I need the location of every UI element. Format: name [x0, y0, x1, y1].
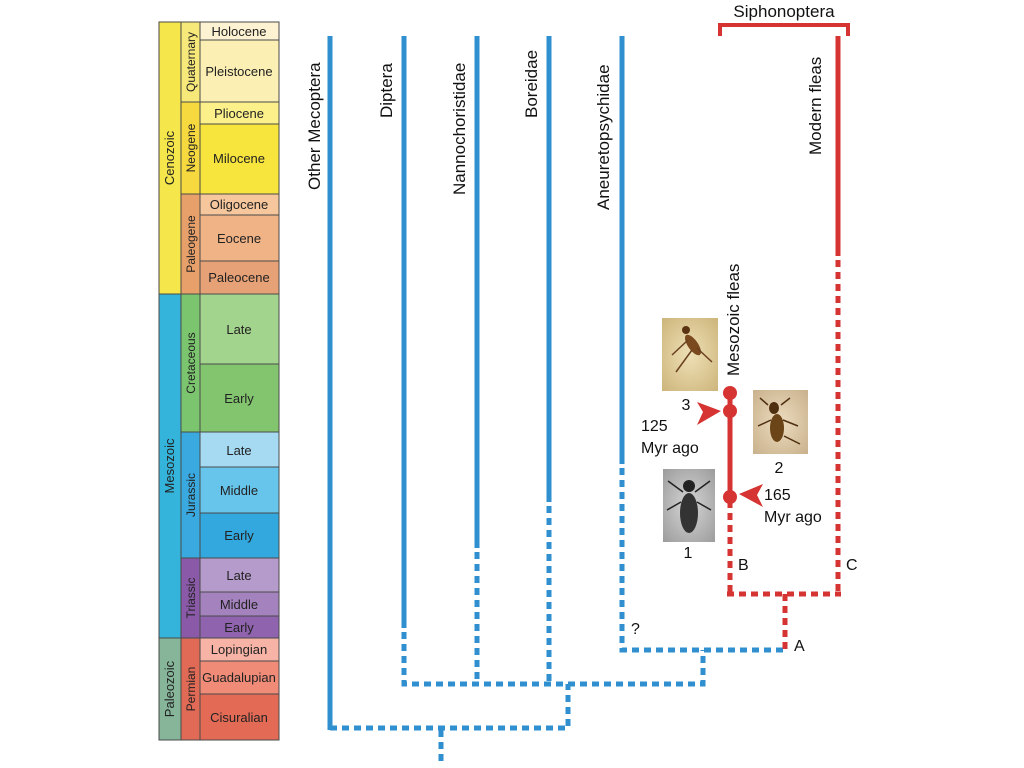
epoch-early-jurassic	[199, 512, 280, 559]
epoch-label-lopingian: Lopingian	[211, 642, 267, 657]
epoch-label-late-cretaceous: Late	[226, 322, 251, 337]
period-label-triassic: Triassic	[184, 578, 198, 619]
epoch-late-cretaceous	[199, 293, 280, 365]
fossil-image-3	[662, 318, 718, 391]
epoch-middle-jurassic	[199, 466, 280, 514]
epoch-early-cretaceous	[199, 363, 280, 433]
ghost-root-connector	[330, 684, 571, 731]
flea-ghost-lineages	[727, 260, 841, 650]
epoch-pleistocene	[199, 39, 280, 103]
period-label-paleogene: Paleogene	[184, 215, 198, 273]
epoch-label-paleocene: Paleocene	[208, 270, 269, 285]
node-label-c: C	[846, 557, 858, 574]
epoch-label-guadalupian: Guadalupian	[202, 670, 276, 685]
epoch-cisuralian	[199, 693, 280, 741]
period-label-quaternary: Quaternary	[184, 32, 198, 92]
taxon-label-aneuretopsychidae: Aneuretopsychidae	[594, 64, 613, 210]
period-label-permian: Permian	[184, 667, 198, 712]
taxon-label-other-mecoptera: Other Mecoptera	[305, 62, 324, 190]
fossil-image-2	[753, 390, 808, 454]
taxon-label-mesozoic-fleas: Mesozoic fleas	[724, 264, 743, 376]
era-label-paleozoic: Paleozoic	[162, 660, 177, 717]
epoch-label-early-jurassic: Early	[224, 528, 254, 543]
period-label-jurassic: Jurassic	[184, 473, 198, 517]
fossil-image-1	[663, 469, 715, 542]
blue-ghost-lineages	[327, 468, 785, 762]
fossil-dots	[723, 386, 737, 504]
era-label-mesozoic: Mesozoic	[162, 438, 177, 493]
fossil-dot-165	[723, 490, 737, 504]
age-125-value: 125	[641, 418, 668, 435]
epoch-label-cisuralian: Cisuralian	[210, 710, 268, 725]
fossil-number-1: 1	[684, 545, 693, 562]
epoch-label-oligocene: Oligocene	[210, 197, 269, 212]
fossil-dot-125	[723, 404, 737, 418]
epoch-label-late-jurassic: Late	[226, 443, 251, 458]
epoch-label-late-triassic: Late	[226, 568, 251, 583]
ghost-aneuretopsychidae	[619, 468, 785, 653]
epoch-label-eocene: Eocene	[217, 231, 261, 246]
fossil-dot-3	[723, 386, 737, 400]
arrow-125-icon	[697, 402, 721, 425]
ghost-diptera-connector	[401, 632, 706, 687]
epoch-label-middle-triassic: Middle	[220, 597, 258, 612]
fossil-number-3: 3	[682, 397, 691, 414]
taxon-label-nannochoristidae: Nannochoristidae	[450, 63, 469, 195]
question-mark: ?	[631, 621, 640, 638]
blue-lineages	[327, 36, 625, 730]
epoch-late-jurassic	[199, 431, 280, 468]
age-arrows	[697, 402, 763, 507]
epoch-label-early-cretaceous: Early	[224, 391, 254, 406]
epoch-guadalupian	[199, 660, 280, 695]
arrow-165-icon	[739, 484, 763, 507]
geologic-timescale	[158, 21, 280, 741]
epoch-label-early-triassic: Early	[224, 620, 254, 635]
taxon-label-diptera: Diptera	[377, 63, 396, 118]
age-165-unit: Myr ago	[764, 509, 822, 526]
node-label-a: A	[794, 638, 805, 655]
siphonoptera-label: Siphonoptera	[733, 2, 835, 21]
epoch-late-triassic	[199, 557, 280, 593]
epoch-label-pleistocene: Pleistocene	[205, 64, 272, 79]
taxon-label-boreidae: Boreidae	[522, 50, 541, 118]
siphonoptera-bracket	[718, 23, 850, 36]
period-label-neogene: Neogene	[184, 123, 198, 172]
period-label-cretaceous: Cretaceous	[184, 332, 198, 393]
age-165-value: 165	[764, 487, 791, 504]
taxon-label-modern-fleas: Modern fleas	[806, 57, 825, 155]
age-125-unit: Myr ago	[641, 440, 699, 457]
epoch-miocene	[199, 123, 280, 195]
node-label-b: B	[738, 557, 749, 574]
epoch-middle-triassic	[199, 591, 280, 617]
epoch-label-middle-jurassic: Middle	[220, 483, 258, 498]
epoch-label-miocene: Milocene	[213, 151, 265, 166]
fossil-number-2: 2	[775, 460, 784, 477]
era-label-cenozoic: Cenozoic	[162, 130, 177, 185]
epoch-label-pliocene: Pliocene	[214, 106, 264, 121]
epoch-eocene	[199, 214, 280, 262]
epoch-label-holocene: Holocene	[212, 24, 267, 39]
